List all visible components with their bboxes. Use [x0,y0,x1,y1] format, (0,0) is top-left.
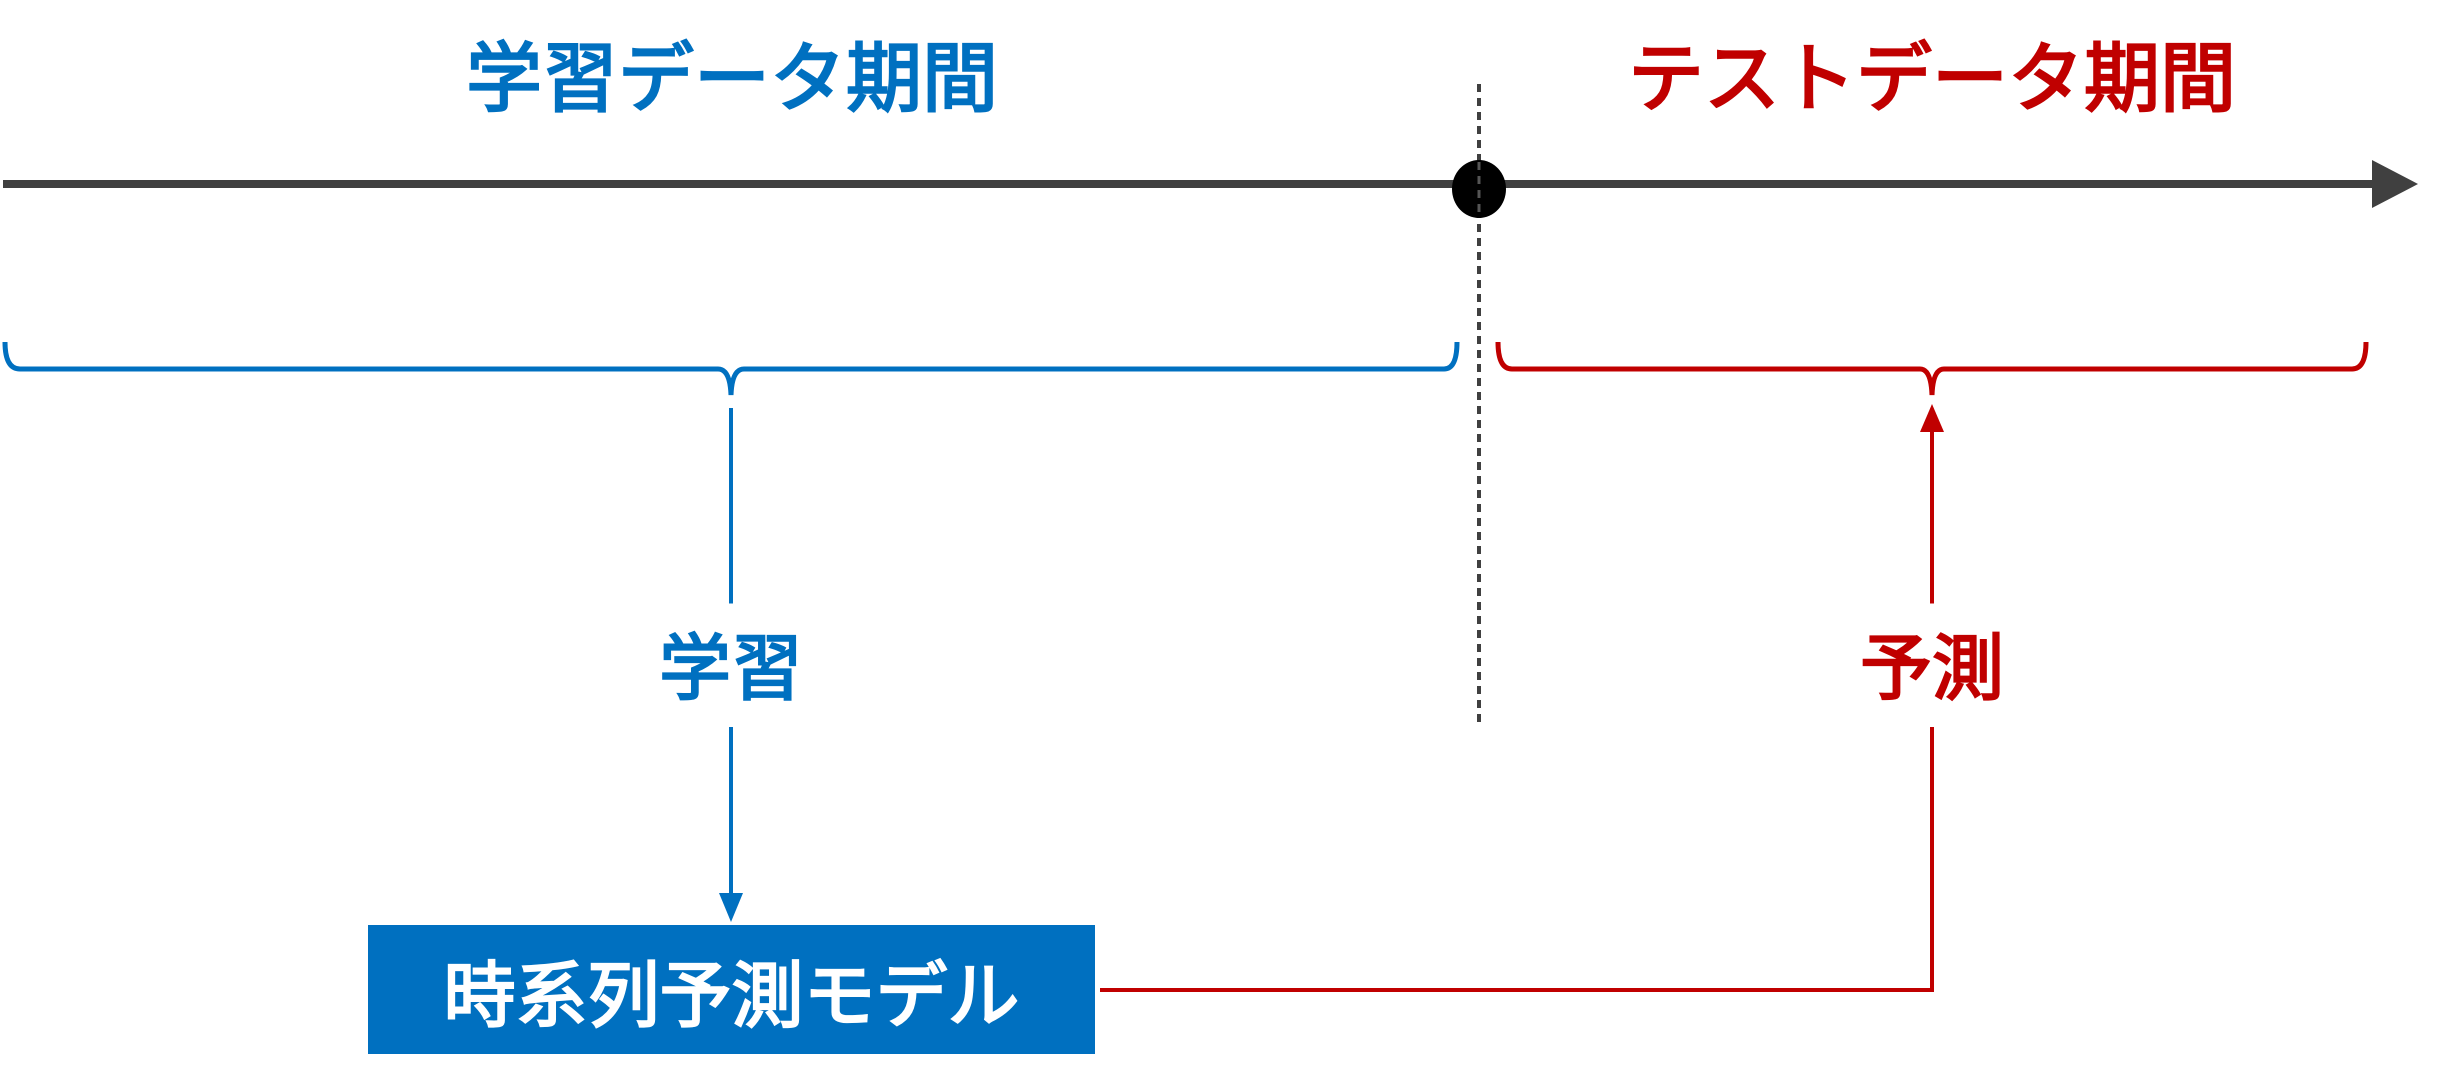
train-brace [2,341,1460,396]
train-label: 学習 [658,603,804,721]
test-period-title: テストデータ期間 [1628,34,2236,123]
model-box: 時系列予測モデル [368,925,1095,1054]
train-arrowhead [719,893,743,922]
predict-connector [1100,727,1934,992]
test-brace [1495,341,2369,396]
predict-arrowhead [1920,404,1944,432]
model-box-label: 時系列予測モデル [443,954,1020,1038]
train-period-title: 学習データ期間 [466,34,998,123]
split-point [1452,160,1506,218]
predict-label: 予測 [1859,603,2005,721]
timeline-arrowhead [2372,160,2418,208]
